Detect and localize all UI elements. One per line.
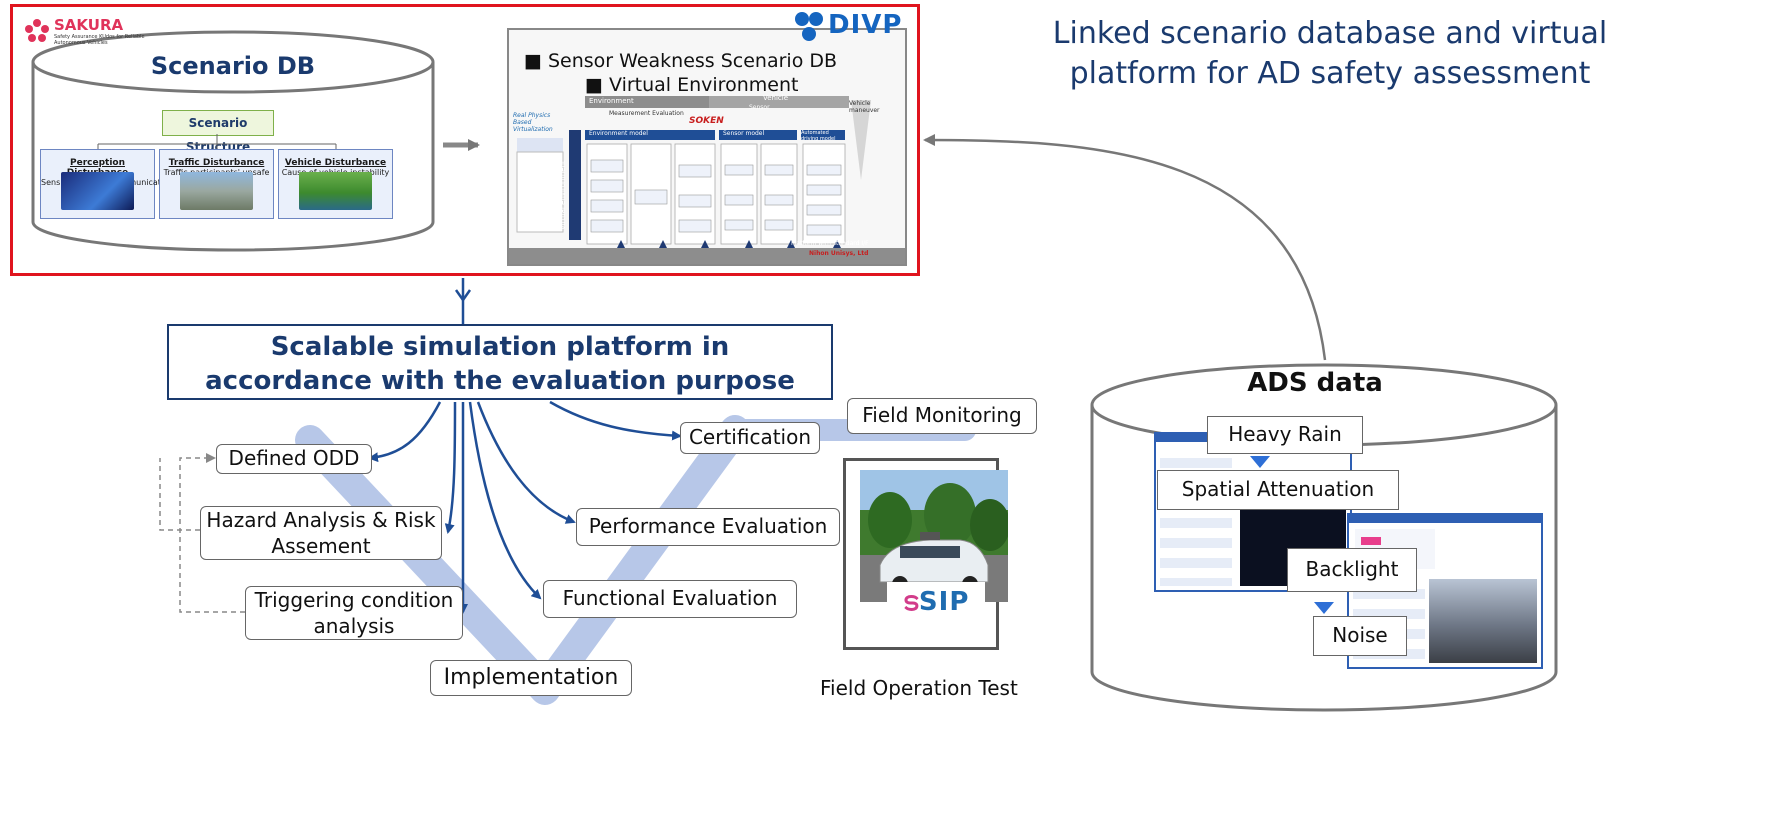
callout-spatial-attenuation: Spatial Attenuation: [1157, 470, 1399, 510]
heading-line2: platform for AD safety assessment: [1069, 56, 1591, 91]
structure-tree-lines: [97, 134, 337, 150]
dashed-feedback: [159, 453, 245, 613]
platform-line2: accordance with the evaluation purpose: [205, 366, 795, 396]
platform-connector: [454, 278, 472, 324]
divp-measurement-label: Measurement Evaluation: [609, 110, 684, 117]
sip-logo: ടSIP: [887, 582, 985, 622]
divp-col-sensor: Sensor model: [723, 130, 765, 137]
hazard-line2: Assement: [271, 534, 371, 558]
functional-evaluation-box: Functional Evaluation: [543, 580, 797, 618]
callout-noise: Noise: [1313, 616, 1407, 656]
purpose-arrows: [368, 400, 682, 614]
triggering-line1: Triggering condition: [254, 588, 454, 612]
field-monitoring-box: Field Monitoring: [847, 398, 1037, 434]
ads-data-title: ADS data: [1247, 368, 1383, 398]
callout-backlight: Backlight: [1287, 548, 1417, 592]
heading-line1: Linked scenario database and virtual: [1052, 16, 1608, 51]
field-test-photo: [860, 470, 1008, 602]
hazard-line1: Hazard Analysis & Risk: [206, 508, 436, 532]
sip-logo-text: SIP: [918, 587, 970, 617]
divp-panel: Environment Vehicle Sensor Vehicle maneu…: [507, 28, 907, 266]
feedback-arrow: [923, 134, 1327, 361]
implementation-box: Implementation: [430, 660, 632, 696]
sip-swirl-icon: ട: [902, 587, 919, 617]
vehicle-disturbance-title: Vehicle Disturbance: [284, 158, 387, 168]
performance-evaluation-box: Performance Evaluation: [576, 508, 840, 546]
field-operation-label: Field Operation Test: [820, 676, 1018, 700]
divp-footer: Platform with standard I/F: [791, 240, 869, 247]
sakura-wordmark: SAKURA: [54, 16, 124, 34]
scenario-db-title: Scenario DB: [150, 52, 316, 80]
scenario-structure-box: Scenario Structure: [162, 110, 274, 154]
certification-box: Certification: [680, 422, 820, 454]
scalable-platform-box: Scalable simulation platform in accordan…: [167, 324, 833, 400]
soken-logo: SOKEN: [689, 116, 724, 126]
platform-line1: Scalable simulation platform in: [270, 332, 730, 362]
sakura-subtitle: Safety Assurance KUdos for Reliable Auto…: [54, 34, 145, 46]
traffic-thumbnail: [180, 172, 253, 210]
triggering-line2: analysis: [313, 614, 395, 638]
triggering-condition-box: Triggering condition analysis: [245, 586, 463, 640]
heavy-rain-pointer: [1250, 456, 1270, 468]
sakura-flower-icon: [25, 19, 49, 42]
traffic-disturbance-title: Traffic Disturbance: [168, 158, 265, 168]
traffic-disturbance-card: Traffic Disturbance Traffic participants…: [159, 149, 274, 219]
vehicle-disturbance-card: Vehicle Disturbance Cause of vehicle ins…: [278, 149, 393, 219]
sakura-logo: SAKURA Safety Assurance KUdos for Reliab…: [24, 16, 154, 52]
divp-physics-label: Real Physics Based Virtualization: [513, 112, 553, 133]
scenario-platform-frame: [10, 4, 920, 276]
divp-architecture-diagram: [509, 96, 905, 264]
divp-bar-vehicle: Vehicle: [763, 94, 789, 102]
vehicle-thumbnail: [299, 172, 372, 210]
callout-heavy-rain: Heavy Rain: [1207, 416, 1363, 454]
divp-col-driving: Automated driving model: [801, 130, 836, 142]
page-heading: Linked scenario database and virtual pla…: [920, 14, 1740, 94]
divp-heading-line1: ■ Sensor Weakness Scenario DB: [524, 50, 838, 72]
divp-col-environment: Environment model: [589, 130, 648, 137]
perception-disturbance-card: Perception Disturbance Sensing/Localize/…: [40, 149, 173, 219]
divp-bar-environment: Environment: [589, 97, 634, 105]
divp-bar-maneuver: Vehicle maneuver: [849, 100, 880, 114]
divp-side-label: Virtual environment: [559, 160, 567, 230]
perception-thumbnail: [61, 172, 134, 210]
divp-logo-text: DIVP: [828, 10, 903, 40]
hazard-analysis-box: Hazard Analysis & Risk Assement: [200, 506, 442, 560]
divp-logo-icon: [795, 12, 823, 41]
defined-odd-box: Defined ODD: [216, 444, 372, 474]
noise-pointer: [1314, 602, 1334, 614]
divp-heading-line2: ■ Virtual Environment: [585, 74, 799, 96]
divp-bar-sensor: Sensor: [749, 104, 770, 111]
divp-company: Nihon Unisys, Ltd: [809, 250, 869, 257]
